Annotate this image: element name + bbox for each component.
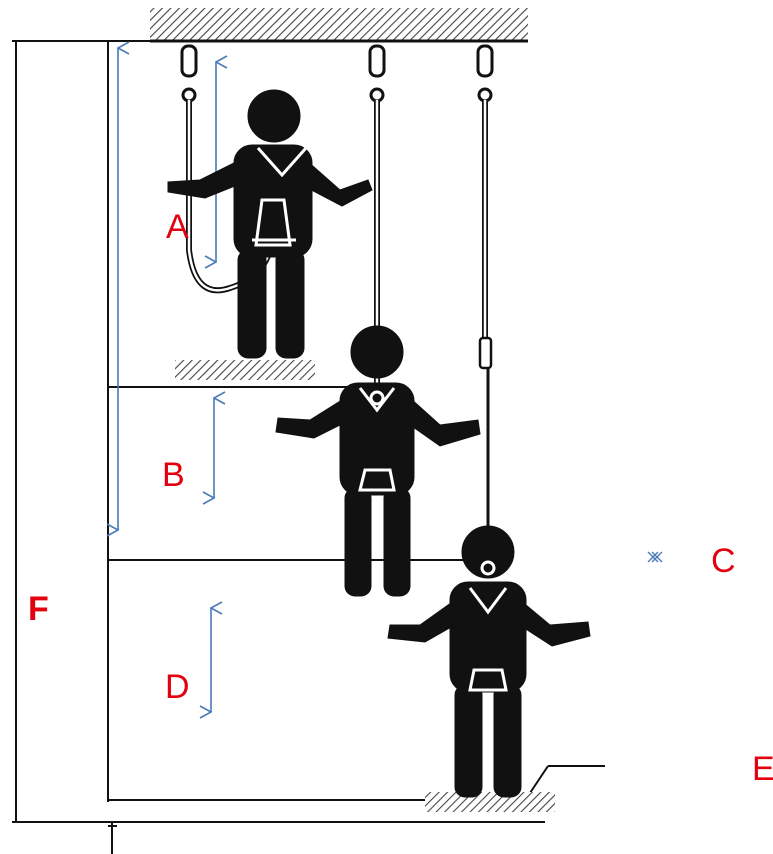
label-c: C [711, 542, 736, 580]
figure-arrested [387, 525, 591, 798]
label-a: A [166, 208, 189, 246]
person-in-harness-icon [167, 89, 591, 798]
label-b: B [162, 456, 185, 494]
ceiling [150, 8, 528, 43]
label-d: D [165, 668, 190, 706]
measurement-arrows [118, 48, 216, 712]
rope-figure-3 [478, 100, 493, 560]
anchor-hook-icon [180, 44, 494, 103]
figure-falling [275, 325, 481, 597]
ground-platform [425, 792, 555, 812]
x-marker-icon [647, 551, 663, 563]
label-f: F [28, 590, 49, 628]
label-e: E [752, 750, 773, 788]
upper-platform [175, 360, 315, 380]
figure-standing [167, 89, 373, 359]
